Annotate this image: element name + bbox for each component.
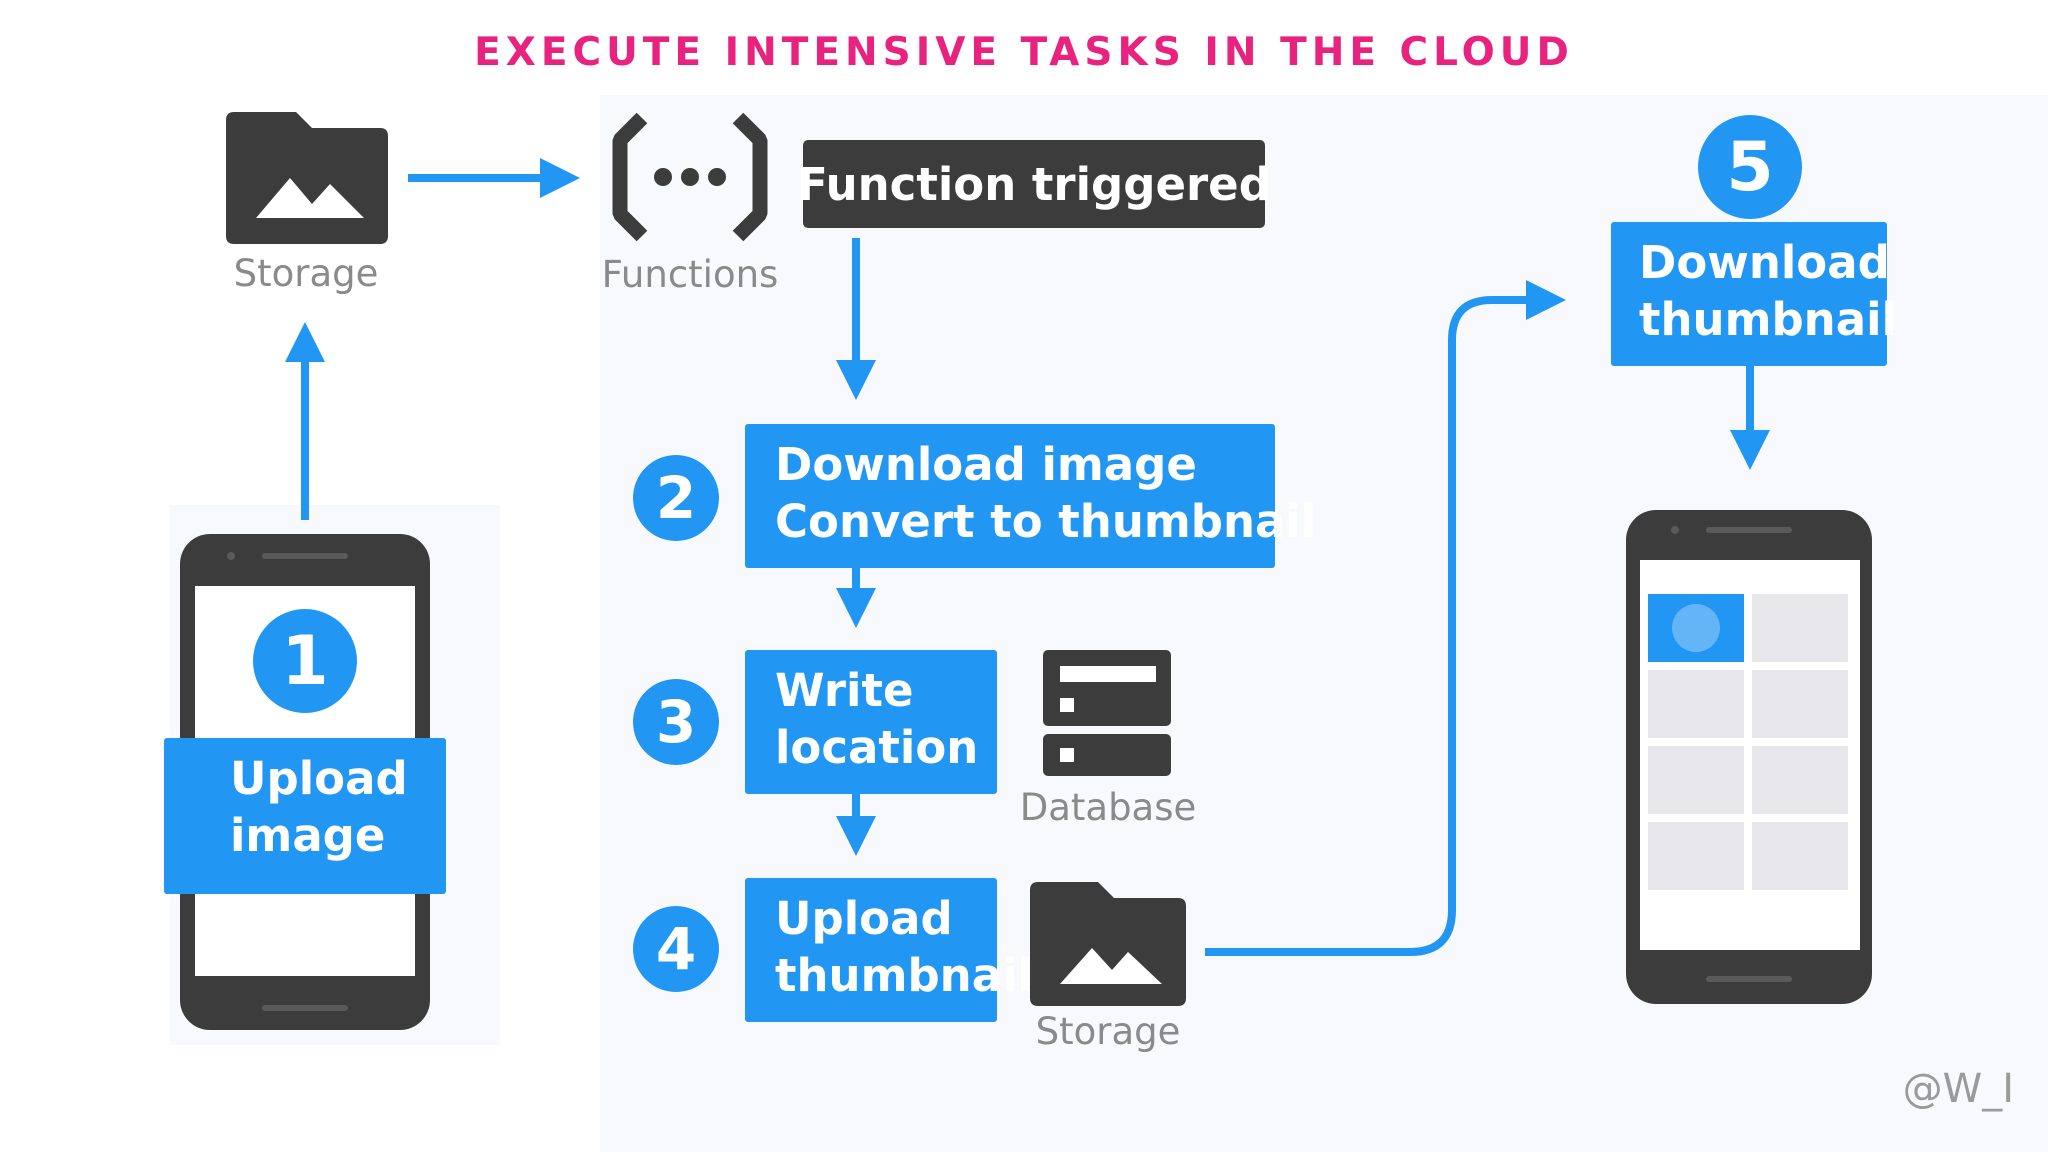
- phone-right: [1626, 510, 1872, 1004]
- step-3-line-1: Write: [775, 664, 914, 717]
- step-3-line-2: location: [775, 721, 979, 774]
- step-1-box: Upload image: [164, 738, 446, 894]
- step-4-line-2: thumbnail: [775, 949, 1033, 1002]
- storage-icon-bottom: [1030, 882, 1186, 1006]
- step-2-box: Download image Convert to thumbnail: [745, 424, 1317, 568]
- step-1-line-1: Upload: [230, 752, 408, 805]
- step-2-line-1: Download image: [775, 438, 1197, 491]
- storage-icon: [226, 112, 388, 244]
- functions-icon: [612, 112, 768, 242]
- step-1-badge: 1: [253, 609, 357, 713]
- step-5-box: Download thumbnail: [1611, 222, 1897, 366]
- step-3-badge: 3: [633, 679, 719, 765]
- watermark: @W_I: [1902, 1066, 2014, 1112]
- step-5-line-1: Download: [1639, 236, 1890, 289]
- step-5-line-2: thumbnail: [1639, 293, 1897, 346]
- storage-label: Storage: [233, 252, 379, 295]
- function-triggered-label: Function triggered: [797, 140, 1271, 228]
- step-3-box: Write location: [745, 650, 997, 794]
- diagram-title: EXECUTE INTENSIVE TASKS IN THE CLOUD: [474, 30, 1574, 75]
- step-2-badge: 2: [633, 455, 719, 541]
- database-label: Database: [1019, 786, 1197, 829]
- step-4-line-1: Upload: [775, 892, 953, 945]
- step-4-badge: 4: [633, 906, 719, 992]
- functions-label: Functions: [601, 253, 779, 296]
- step-2-line-2: Convert to thumbnail: [775, 495, 1317, 548]
- step-1-line-2: image: [230, 809, 386, 862]
- database-icon: [1043, 650, 1171, 776]
- arrow-storage-to-step5: [1205, 280, 1566, 956]
- step-4-box: Upload thumbnail: [745, 878, 1033, 1022]
- storage-label-bottom: Storage: [1035, 1010, 1181, 1053]
- step-5-badge: 5: [1698, 115, 1802, 219]
